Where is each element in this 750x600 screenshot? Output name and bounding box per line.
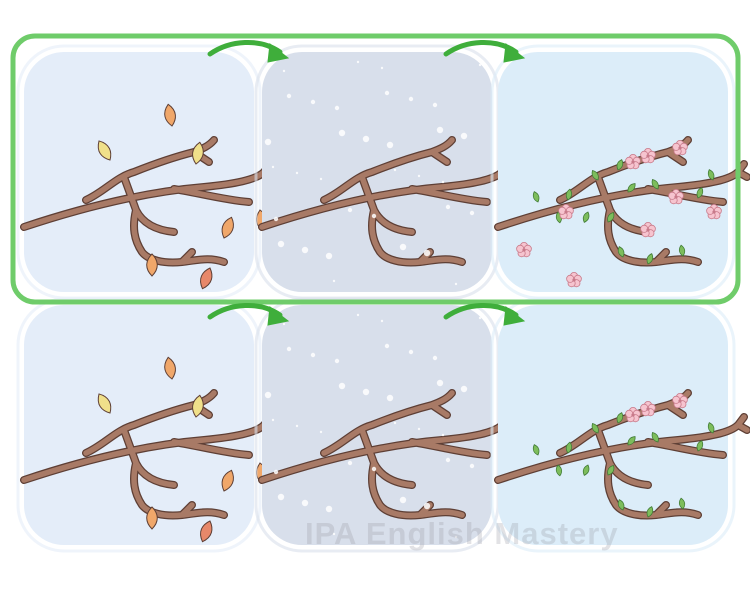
blossom-icon bbox=[625, 406, 641, 423]
snowflake-icon bbox=[432, 355, 438, 361]
snowflake-icon bbox=[277, 240, 285, 248]
autumn-panel bbox=[16, 44, 273, 300]
snowflake-icon bbox=[460, 132, 468, 140]
snowflake-icon bbox=[325, 505, 333, 513]
snowflake-icon bbox=[384, 343, 390, 349]
snowflake-icon bbox=[399, 243, 407, 251]
blossom-icon bbox=[640, 400, 656, 417]
snowflake-icon bbox=[271, 165, 275, 169]
snowflake-icon bbox=[441, 433, 445, 437]
snowflake-icon bbox=[399, 496, 407, 504]
snowflake-icon bbox=[286, 346, 292, 352]
snowflake-icon bbox=[408, 96, 414, 102]
autumn-panel bbox=[16, 297, 273, 553]
snowflake-icon bbox=[295, 424, 299, 428]
blossom-icon bbox=[566, 271, 582, 288]
spring-panel bbox=[490, 44, 747, 300]
snowflake-icon bbox=[282, 322, 286, 326]
snowflake-icon bbox=[380, 66, 384, 70]
snowflake-icon bbox=[264, 138, 272, 146]
snowflake-icon bbox=[282, 69, 286, 73]
snowflake-icon bbox=[347, 207, 353, 213]
bare-branch-in-snow-icon bbox=[262, 313, 511, 539]
snowflake-icon bbox=[334, 105, 340, 111]
winter-panel bbox=[254, 44, 511, 300]
blossom-icon bbox=[640, 147, 656, 164]
blossom-icon bbox=[706, 203, 722, 220]
snowflake-icon bbox=[319, 430, 323, 434]
snowflake-icon bbox=[454, 535, 458, 539]
snowflake-icon bbox=[445, 457, 451, 463]
blossom-icon bbox=[558, 203, 574, 220]
winter-panel bbox=[254, 297, 511, 553]
snowflake-icon bbox=[271, 418, 275, 422]
snowflake-icon bbox=[417, 174, 421, 178]
branch-with-buds-and-blossoms-icon bbox=[498, 392, 747, 518]
snowflake-icon bbox=[362, 135, 370, 143]
blossom-icon bbox=[672, 392, 688, 409]
snowflake-icon bbox=[469, 463, 475, 469]
snowflake-icon bbox=[332, 279, 336, 283]
snowflake-icon bbox=[460, 385, 468, 393]
snowflake-icon bbox=[469, 210, 475, 216]
blossom-icon bbox=[516, 241, 532, 258]
snowflake-icon bbox=[338, 129, 346, 137]
blossom-icon bbox=[668, 188, 684, 205]
blossom-icon bbox=[672, 139, 688, 156]
snowflake-icon bbox=[386, 141, 394, 149]
snowflake-icon bbox=[432, 102, 438, 108]
snowflake-icon bbox=[478, 63, 482, 67]
snowflake-icon bbox=[273, 216, 279, 222]
snowflake-icon bbox=[423, 502, 431, 510]
snowflake-icon bbox=[334, 358, 340, 364]
snowflake-icon bbox=[277, 493, 285, 501]
snowflake-icon bbox=[356, 60, 360, 64]
snowflake-icon bbox=[362, 388, 370, 396]
snowflake-icon bbox=[436, 126, 444, 134]
snowflake-icon bbox=[417, 427, 421, 431]
snowflake-icon bbox=[436, 379, 444, 387]
snowflake-icon bbox=[408, 349, 414, 355]
snowflake-icon bbox=[319, 177, 323, 181]
snowflake-icon bbox=[393, 421, 397, 425]
watermark-text: IPA English Mastery bbox=[305, 516, 619, 551]
snowflake-icon bbox=[380, 319, 384, 323]
blossom-icon bbox=[625, 153, 641, 170]
season-row-1 bbox=[16, 44, 747, 300]
snowflake-icon bbox=[445, 204, 451, 210]
snowflake-icon bbox=[347, 460, 353, 466]
snowflake-icon bbox=[423, 249, 431, 257]
snowflake-icon bbox=[371, 466, 377, 472]
bare-branch-in-snow-icon bbox=[262, 60, 511, 286]
snowflake-icon bbox=[325, 252, 333, 260]
blossom-icon bbox=[640, 221, 656, 238]
spring-panel bbox=[490, 297, 747, 553]
snowflake-icon bbox=[301, 499, 309, 507]
snowflake-icon bbox=[441, 180, 445, 184]
snowflake-icon bbox=[310, 99, 316, 105]
snowflake-icon bbox=[295, 171, 299, 175]
snowflake-icon bbox=[393, 168, 397, 172]
snowflake-icon bbox=[273, 469, 279, 475]
snowflake-icon bbox=[384, 90, 390, 96]
season-row-2 bbox=[16, 297, 747, 553]
snowflake-icon bbox=[310, 352, 316, 358]
snowflake-icon bbox=[371, 213, 377, 219]
snowflake-icon bbox=[386, 394, 394, 402]
branch-with-buds-and-blossoms-icon bbox=[498, 139, 747, 288]
snowflake-icon bbox=[332, 532, 336, 536]
snowflake-icon bbox=[301, 246, 309, 254]
snowflake-icon bbox=[338, 382, 346, 390]
snowflake-icon bbox=[454, 282, 458, 286]
snowflake-icon bbox=[286, 93, 292, 99]
snowflake-icon bbox=[478, 316, 482, 320]
snowflake-icon bbox=[264, 391, 272, 399]
snowflake-icon bbox=[356, 313, 360, 317]
highlight-frame bbox=[10, 33, 741, 305]
